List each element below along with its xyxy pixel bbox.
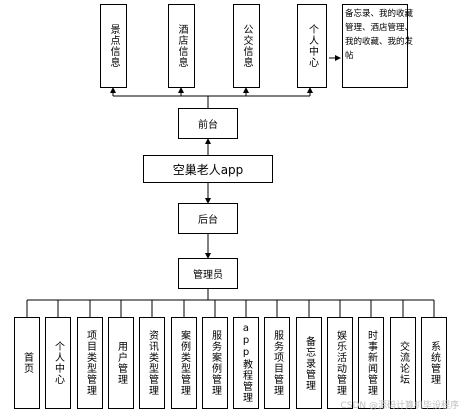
watermark: CSDN @源码计算机毕设程序 xyxy=(340,401,459,411)
admin-module-label: app教程管理 xyxy=(240,323,252,403)
module-scenic-info: 景点信息 xyxy=(100,4,127,88)
admin-module-label: 备忘录管理 xyxy=(303,335,315,391)
module-bus-info: 公交信息 xyxy=(233,4,260,88)
admin-module-label: 交流论坛 xyxy=(397,341,409,385)
admin-node: 管理员 xyxy=(178,258,238,289)
module-hotel-info: 酒店信息 xyxy=(168,4,195,88)
admin-module-label: 时事新闻管理 xyxy=(365,330,377,396)
admin-module-label: 系统管理 xyxy=(428,341,440,385)
admin-module-box: 用户管理 xyxy=(108,317,134,409)
admin-module-label: 项目类型管理 xyxy=(84,330,96,396)
admin-module-label: 个人中心 xyxy=(52,341,64,385)
admin-module-box: 项目类型管理 xyxy=(77,317,103,409)
admin-module-label: 首页 xyxy=(21,352,33,374)
module-label: 酒店信息 xyxy=(176,24,187,68)
admin-module-box: 交流论坛 xyxy=(390,317,416,409)
system-label: 空巢老人app xyxy=(172,162,244,177)
backend-node: 后台 xyxy=(178,203,238,234)
detail-line: 备忘录、我的收藏 xyxy=(345,9,414,19)
admin-module-label: 娱乐活动管理 xyxy=(334,330,346,396)
detail-line: 帖 xyxy=(345,51,354,61)
detail-line: 我的收藏、我的发 xyxy=(345,37,414,47)
frontend-node: 前台 xyxy=(178,108,238,139)
personal-center-detail-box xyxy=(342,4,408,88)
admin-module-box: 服务案例管理 xyxy=(202,317,228,409)
admin-module-label: 服务项目管理 xyxy=(271,330,283,396)
module-personal-center: 个人中心 xyxy=(297,4,327,88)
admin-module-label: 用户管理 xyxy=(115,341,127,385)
admin-label: 管理员 xyxy=(193,270,223,281)
module-label: 个人中心 xyxy=(306,24,318,68)
admin-module-box: app教程管理 xyxy=(233,317,259,409)
admin-module-box: 资讯类型管理 xyxy=(139,317,165,409)
admin-module-box: 系统管理 xyxy=(421,317,447,409)
admin-module-box: 首页 xyxy=(14,317,40,409)
detail-line: 管理、酒店管理、 xyxy=(345,23,414,33)
admin-module-box: 案例类型管理 xyxy=(171,317,197,409)
admin-module-label: 服务案例管理 xyxy=(209,330,221,396)
module-label: 景点信息 xyxy=(108,24,119,68)
admin-module-box: 备忘录管理 xyxy=(296,317,322,409)
admin-module-label: 资讯类型管理 xyxy=(146,330,158,396)
admin-module-label: 案例类型管理 xyxy=(178,330,190,396)
system-node: 空巢老人app xyxy=(143,155,273,183)
admin-module-box: 娱乐活动管理 xyxy=(327,317,353,409)
admin-module-box: 时事新闻管理 xyxy=(358,317,384,409)
admin-module-box: 个人中心 xyxy=(45,317,71,409)
admin-module-box: 服务项目管理 xyxy=(264,317,290,409)
backend-label: 后台 xyxy=(198,215,218,226)
frontend-label: 前台 xyxy=(198,120,218,131)
module-label: 公交信息 xyxy=(241,24,252,68)
